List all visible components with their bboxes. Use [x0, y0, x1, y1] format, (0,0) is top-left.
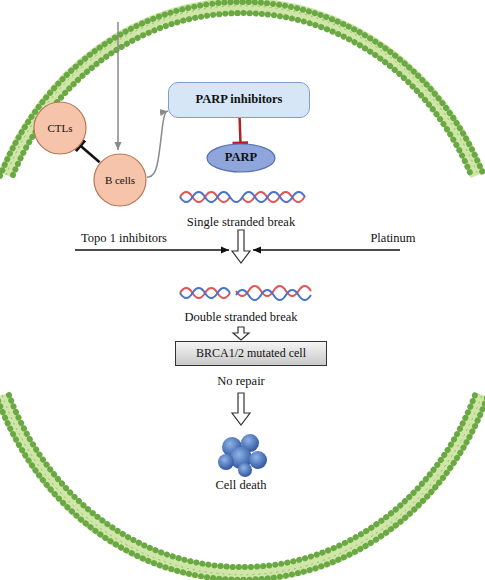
connector — [238, 118, 241, 143]
annotation-label: Platinum — [370, 232, 415, 246]
drug-box: PARP inhibitors — [168, 82, 310, 118]
annotation-label: No repair — [217, 375, 265, 389]
node-text: PARP inhibitors — [196, 93, 283, 107]
annotation-label: Double stranded break — [184, 311, 297, 325]
node-text: B cells — [105, 174, 135, 186]
cell-circle: B cells — [93, 153, 147, 207]
annotation-label: Topo 1 inhibitors — [81, 232, 167, 246]
signal-line — [117, 22, 119, 150]
node-text: CTLs — [47, 122, 72, 134]
node-text: BRCA1/2 mutated cell — [196, 347, 306, 360]
dna-helix — [180, 192, 305, 202]
dna-helix — [180, 286, 311, 300]
flow-arrow — [253, 249, 400, 251]
enzyme-ellipse: PARP — [206, 143, 276, 173]
annotation-label: Cell death — [215, 479, 266, 493]
flow-arrow — [233, 327, 249, 340]
connector — [80, 146, 99, 163]
cell-membrane — [0, 2, 484, 176]
flow-arrow — [232, 230, 250, 263]
cell-state-box: BRCA1/2 mutated cell — [175, 341, 327, 366]
cell-circle: CTLs — [33, 101, 87, 155]
flow-arrow — [232, 393, 250, 425]
dead-cell-cluster — [218, 434, 267, 477]
flow-arrow — [75, 249, 229, 251]
connector — [147, 111, 168, 177]
node-text: PARP — [225, 151, 257, 165]
annotation-label: Single stranded break — [187, 216, 295, 230]
